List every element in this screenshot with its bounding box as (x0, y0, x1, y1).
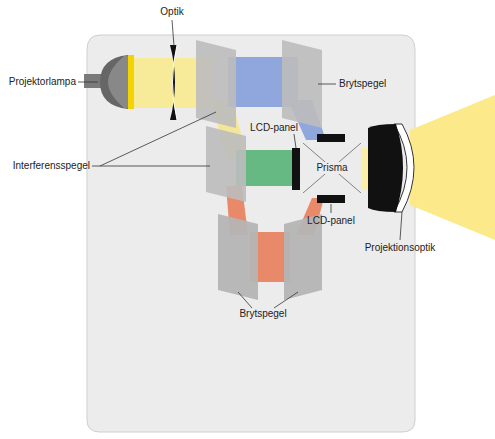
part-label: Brytspegel (239, 308, 286, 320)
part-label: LCD-panel (250, 122, 298, 134)
part-label: Projektionsoptik (365, 242, 436, 254)
part-label: Brytspegel (339, 78, 386, 90)
part-label: LCD-panel (307, 215, 355, 227)
part-label: Optik (160, 6, 183, 18)
part-label: Projektorlampa (9, 76, 76, 88)
prism: Prisma (303, 143, 361, 193)
part-name: Prisma (315, 162, 348, 174)
part-label: Interferensspegel (13, 160, 90, 172)
